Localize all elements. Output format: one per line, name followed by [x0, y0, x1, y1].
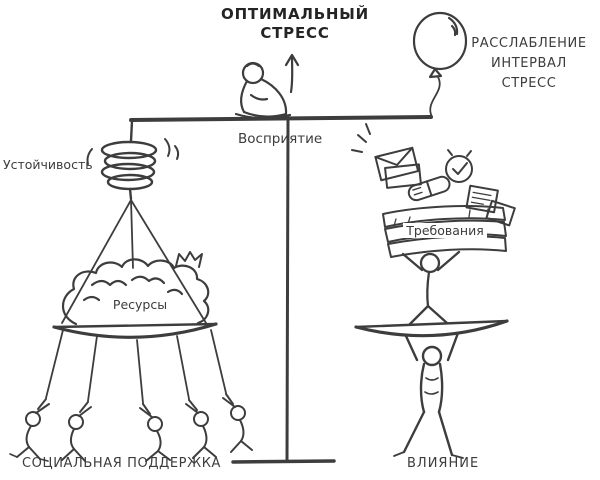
interval-label: ИНТЕРВАЛ [491, 56, 567, 71]
up-arrow [284, 53, 300, 94]
support-figure [9, 398, 50, 462]
diagram-title-line2: СТРЕСС [260, 24, 330, 42]
paper-icon [465, 184, 499, 214]
demands-label: Требования [398, 223, 492, 238]
pill-icon [407, 175, 451, 202]
balloon [412, 11, 468, 118]
demands-plate [354, 319, 509, 338]
carrier-figure [401, 250, 461, 326]
spring [100, 119, 158, 201]
clock-icon [445, 149, 473, 183]
envelope-icon [374, 146, 420, 182]
balance-beam [129, 115, 433, 122]
support-figure [185, 399, 217, 459]
support-figure [139, 403, 171, 462]
sitting-figure [234, 61, 292, 120]
influence-label: ВЛИЯНИЕ [407, 456, 480, 471]
balloon-string [429, 76, 441, 118]
stress-label: СТРЕСС [501, 76, 557, 91]
diagram-title-line1: ОПТИМАЛЬНЫЙ [221, 5, 369, 23]
envelope-icon [384, 163, 422, 189]
social-support-label: СОЦИАЛЬНАЯ ПОДДЕРЖКА [22, 456, 222, 471]
support-figure [222, 393, 253, 453]
atlas-figure [393, 331, 464, 459]
support-ropes [45, 329, 227, 404]
support-figure [61, 401, 92, 462]
perception-label: Восприятие [238, 131, 323, 147]
crown-icon [175, 251, 203, 268]
center-post [285, 119, 290, 463]
relaxation-label: РАССЛАБЛЕНИЕ [471, 36, 587, 51]
ground-line [231, 459, 336, 464]
demands-label-text: Требования [403, 223, 487, 238]
resources-plate [52, 322, 218, 339]
brain-blob [61, 258, 210, 326]
sparkle-marks [351, 123, 371, 153]
vibration-marks [86, 138, 180, 165]
resources-label: Ресурсы [112, 297, 168, 312]
resilience-label: Устойчивость [3, 157, 93, 172]
